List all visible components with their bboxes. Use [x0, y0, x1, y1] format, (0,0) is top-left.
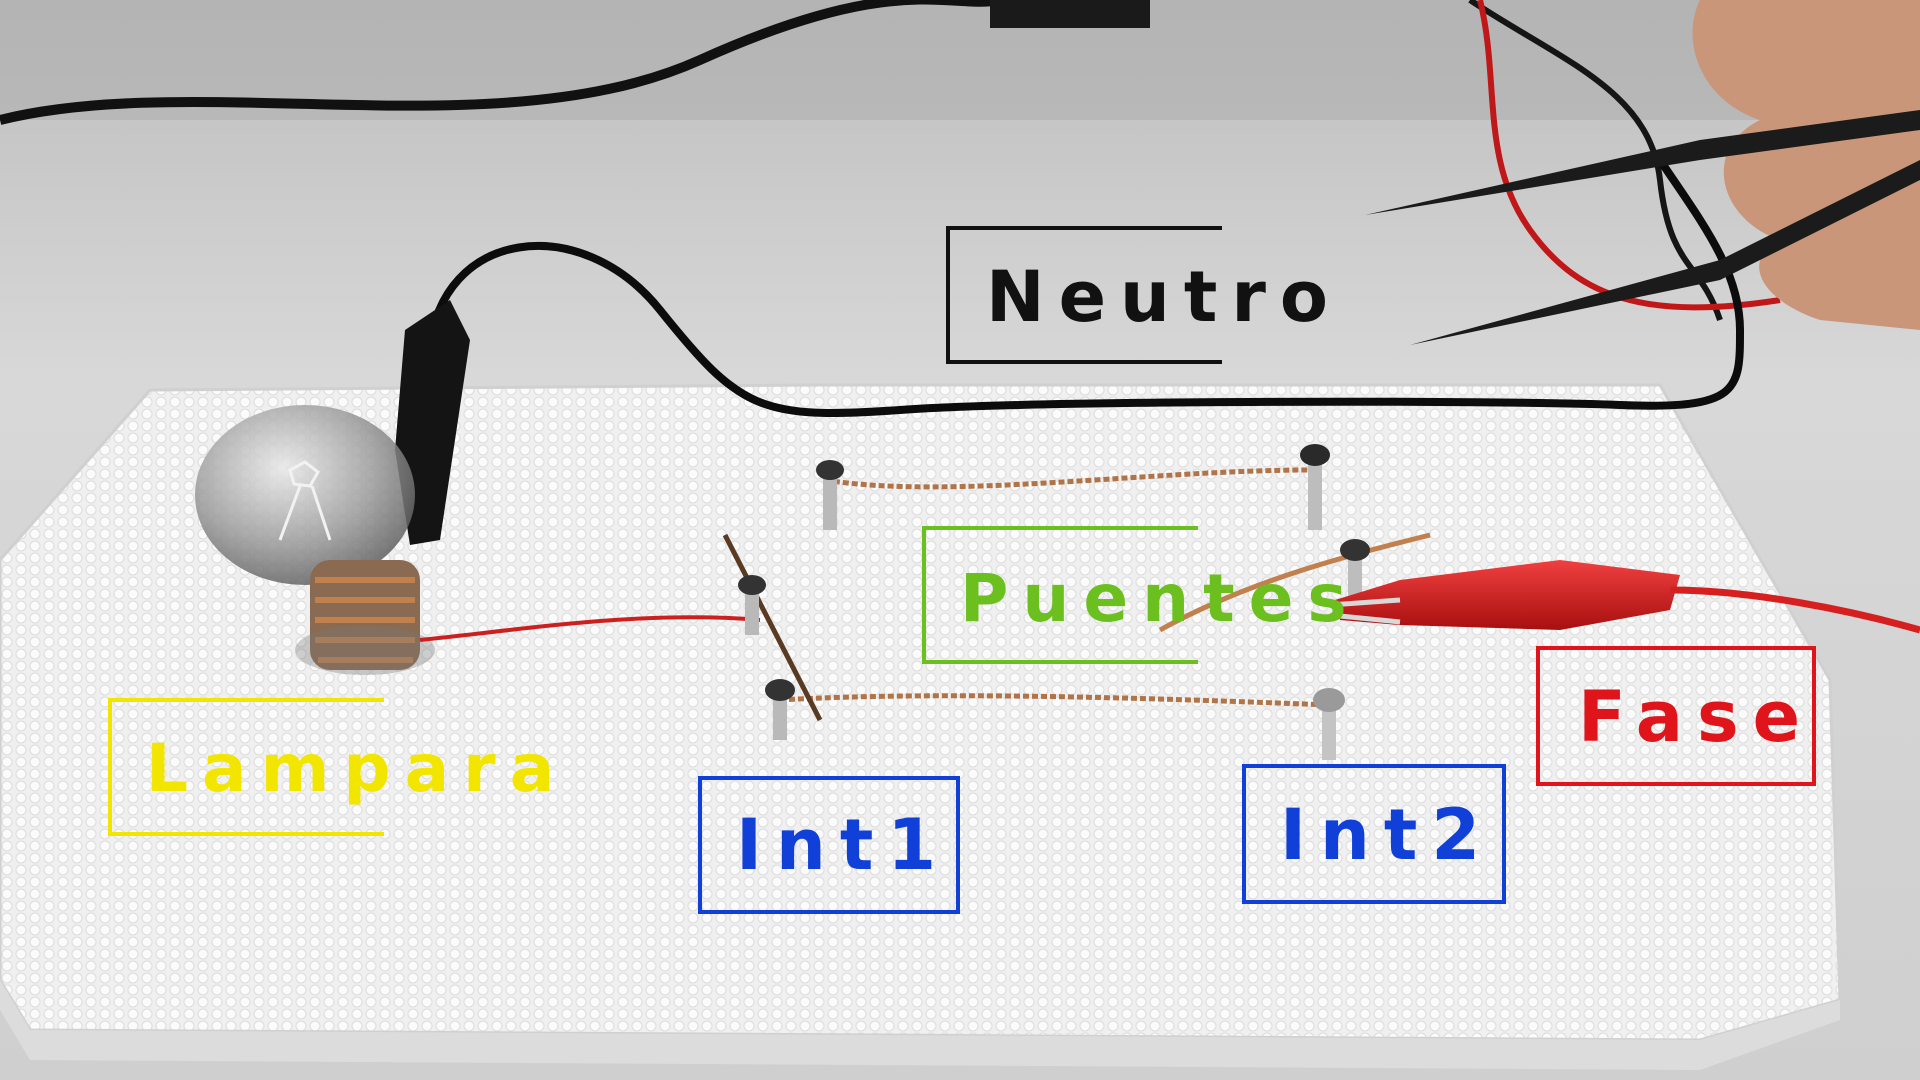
light-bulb-glass	[195, 405, 415, 585]
int2-frame	[1242, 764, 1506, 904]
lampara-text: Lampara	[146, 730, 569, 807]
screw-top-left	[816, 460, 844, 530]
screw-bottom-left	[765, 679, 795, 740]
bottom-bridge-wire	[779, 693, 1331, 708]
phase-red-wire	[1669, 586, 1920, 634]
background-black-cable	[0, 0, 1001, 125]
int1-text: Int1	[736, 804, 951, 886]
puentes-frame	[922, 526, 1198, 664]
screw-top-right	[1300, 444, 1330, 530]
neutro-text: Neutro	[986, 256, 1342, 338]
red-alligator-clip	[1335, 560, 1680, 630]
diagonal-lever-wire	[722, 533, 823, 722]
lampara-frame	[108, 698, 384, 836]
neutro-frame	[946, 226, 1222, 364]
bulb-base-shadow	[295, 625, 435, 675]
hand	[1692, 0, 1920, 330]
styrofoam-edge	[0, 980, 1840, 1070]
top-bridge-wire	[824, 467, 1311, 490]
fase-text: Fase	[1578, 676, 1815, 758]
label-int2: Int2	[1242, 764, 1506, 904]
background-red-cable	[1477, 0, 1781, 311]
tweezers-upper	[1365, 110, 1920, 215]
label-puentes: Puentes	[922, 526, 1347, 664]
lamp-to-switch-red-wire	[419, 615, 761, 642]
fase-frame	[1536, 646, 1816, 786]
label-neutro: Neutro	[946, 226, 1328, 364]
label-lampara: Lampara	[108, 698, 554, 836]
int1-frame	[698, 776, 960, 914]
label-int1: Int1	[698, 776, 960, 914]
puentes-text: Puentes	[960, 560, 1361, 637]
bulb-copper-coil	[315, 577, 415, 663]
int2-text: Int2	[1280, 794, 1495, 876]
screw-middle-left	[738, 575, 766, 635]
red-clip-jaw	[1329, 597, 1401, 625]
neutral-black-wire	[426, 157, 1745, 418]
label-fase: Fase	[1536, 646, 1816, 786]
screw-bottom-right	[1313, 688, 1345, 760]
background-device	[990, 0, 1150, 28]
right-lever-wire	[1158, 532, 1431, 633]
bulb-filament	[278, 460, 332, 541]
